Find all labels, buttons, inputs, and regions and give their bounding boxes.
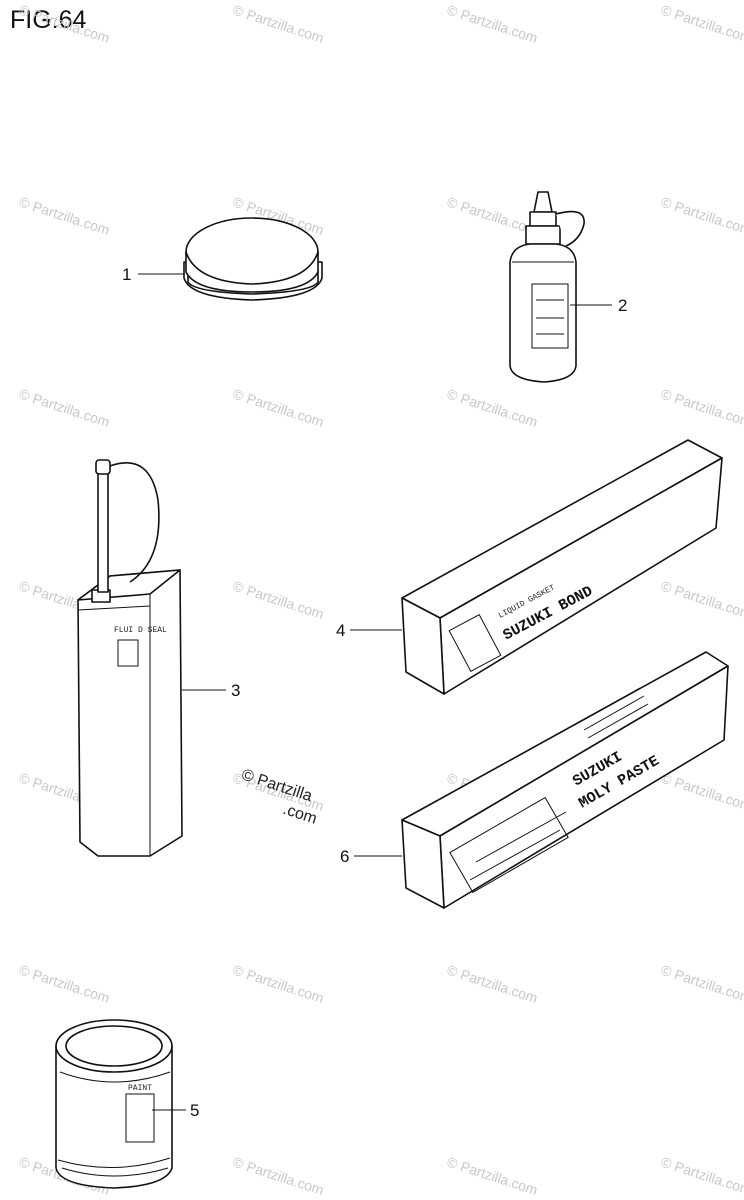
watermark-text: © Partzilla.com [17,962,112,1006]
callout-3[interactable]: 3 [231,681,240,700]
part-1-grease-cap[interactable] [183,217,323,301]
watermark-text: © Partzilla.com [445,386,540,430]
watermark-text: © Partzilla.com [17,194,112,238]
watermark-text: © Partzilla.com [231,2,326,46]
part-3-oil-can[interactable]: FLUI D SEAL [77,459,183,857]
callout-6[interactable]: 6 [340,847,349,866]
watermark-text: © Partzilla.com [445,962,540,1006]
part-5-paint-can[interactable]: PAINT [55,1019,173,1189]
part-2-oil-bottle[interactable] [509,191,585,383]
part-4-suzuki-bond-box[interactable]: SUZUKI BOND LIQUID GASKET [401,439,723,695]
watermark-text: © Partzilla.com [231,578,326,622]
watermark-text: © Partzilla.com [231,1154,326,1198]
watermark-text: © Partzilla.com [659,1154,744,1198]
part-6-moly-paste-box[interactable]: SUZUKI MOLY PASTE [401,651,729,909]
figure-title: FIG.64 [10,6,87,34]
watermark-text: © Partzilla.com [659,962,744,1006]
callout-5[interactable]: 5 [190,1101,199,1120]
watermark-text: © Partzilla.com [231,962,326,1006]
watermark-text: © Partzilla.com [659,386,744,430]
watermark-text: © Partzilla.com [659,194,744,238]
watermark-text: © Partzilla.com [445,1154,540,1198]
callout-1[interactable]: 1 [122,265,131,284]
callout-2[interactable]: 2 [618,296,627,315]
watermark-text: © Partzilla.com [659,770,744,814]
watermark-text: © Partzilla.com [659,578,744,622]
watermark-text: © Partzilla.com [445,2,540,46]
svg-text:PAINT: PAINT [128,1084,152,1093]
svg-text:FLUI D SEAL: FLUI D SEAL [114,626,167,635]
callout-4[interactable]: 4 [336,621,345,640]
watermark-text: © Partzilla.com [17,386,112,430]
watermark-text: © Partzilla.com [17,2,112,46]
watermark-text: © Partzilla.com [231,386,326,430]
watermark-text: © Partzilla.com [659,2,744,46]
